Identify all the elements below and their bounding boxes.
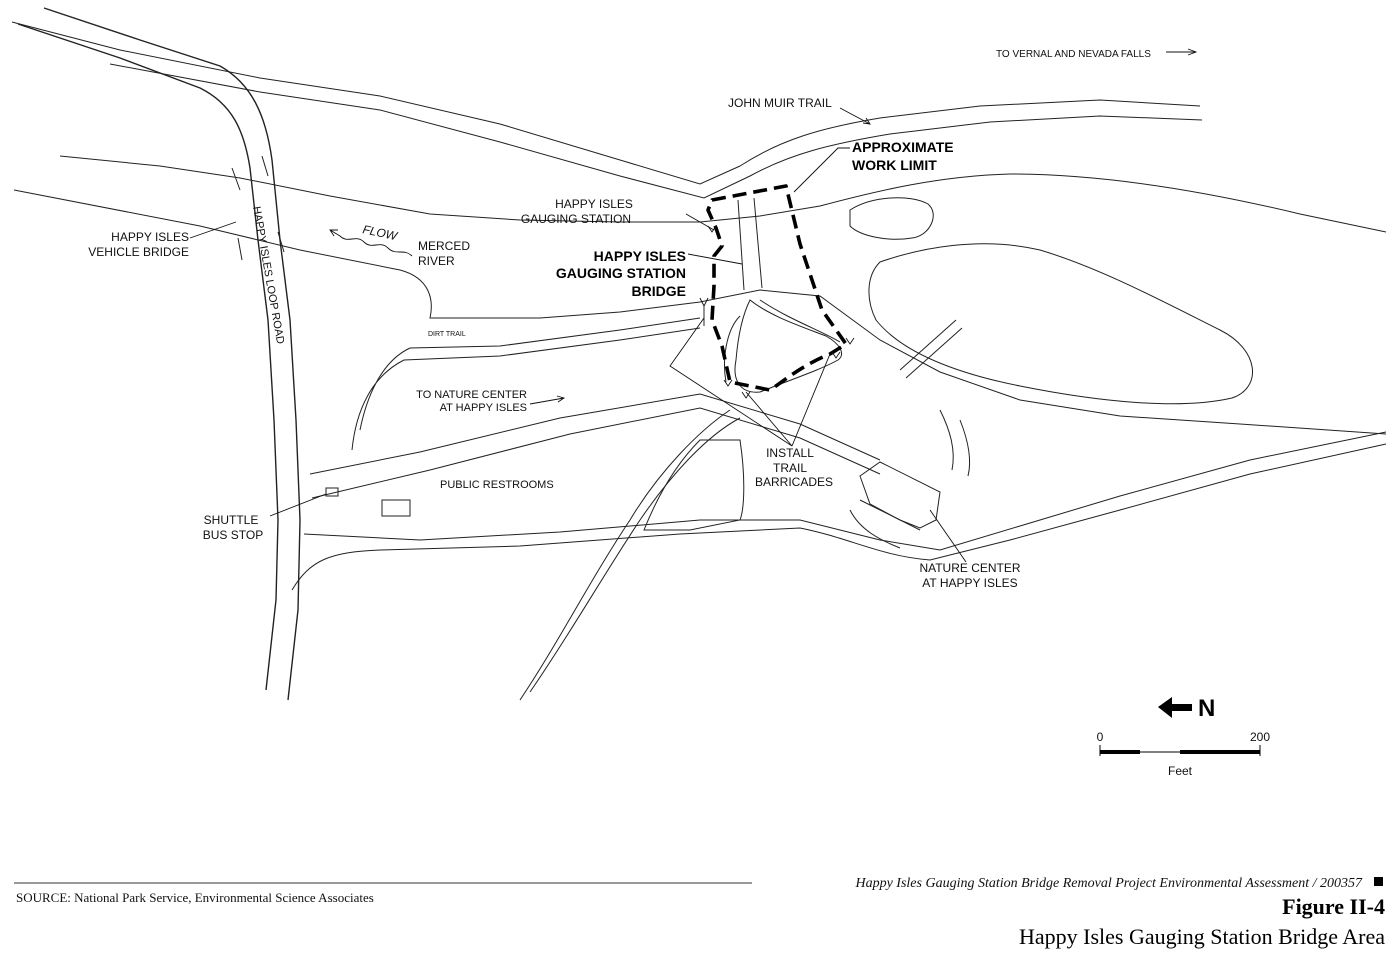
label-dirt-trail: DIRT TRAIL [428, 331, 466, 338]
vernal-falls-arrow [1166, 48, 1198, 56]
figure-number: Figure II-4 [1282, 894, 1385, 919]
linework [11, 7, 1387, 701]
loop-road-edge-west [17, 23, 279, 691]
restroom-building [381, 499, 411, 517]
nature-center-leader [929, 509, 967, 563]
station-bridge-leader [687, 253, 743, 265]
south-trail [519, 409, 741, 701]
park-road-south [291, 443, 1387, 591]
label-nature-trail-1: TO NATURE CENTER [416, 389, 527, 401]
label-gauging-station-2: GAUGING STATION [521, 212, 631, 226]
john-muir-trail-south [109, 63, 1203, 199]
nature-center-trail [309, 393, 881, 499]
north-arrow: N [1158, 695, 1215, 722]
label-gauging-station-1: HAPPY ISLES [555, 197, 633, 211]
label-nature-trail-2: AT HAPPY ISLES [440, 402, 527, 414]
leaders [189, 48, 1198, 563]
nature-center-path [849, 499, 921, 549]
vehicle-bridge-ticks [231, 155, 285, 261]
scale-segment-1 [1100, 750, 1140, 754]
scale-unit: Feet [1168, 764, 1193, 778]
east-trail [939, 409, 971, 477]
label-work-limit-1: APPROXIMATE [852, 139, 954, 155]
label-vernal-falls: TO VERNAL AND NEVADA FALLS [996, 49, 1151, 60]
label-merced-1: MERCED [418, 239, 470, 253]
work-limit-boundary [706, 184, 848, 392]
label-nature-center-2: AT HAPPY ISLES [922, 576, 1017, 590]
north-arrow-icon [1158, 697, 1192, 718]
vehicle-bridge-leader [189, 221, 237, 239]
john-muir-trail-north [11, 21, 1201, 185]
flow-arrow [329, 229, 413, 257]
work-limit-leader [793, 147, 850, 193]
nature-center-building [859, 461, 941, 529]
shuttle-leader [269, 493, 327, 517]
scale-zero: 0 [1097, 730, 1104, 744]
barricade-symbol-3 [831, 337, 855, 359]
river-rock [849, 197, 934, 240]
label-vehicle-bridge-2: VEHICLE BRIDGE [88, 245, 189, 259]
scale-segment-2 [1140, 751, 1180, 753]
park-road-north [303, 431, 1387, 551]
scale-bar: 0 200 Feet [1097, 730, 1271, 778]
loop-road-edge-east [43, 7, 301, 701]
island [868, 243, 1254, 405]
footer-project: Happy Isles Gauging Station Bridge Remov… [854, 876, 1363, 891]
scale-ticks [1099, 745, 1261, 756]
label-work-limit-2: WORK LIMIT [852, 157, 937, 173]
dirt-trail [351, 317, 701, 451]
river-north-bank [59, 155, 1387, 233]
label-merced-2: RIVER [418, 254, 455, 268]
barricade-leaders [669, 317, 831, 447]
label-vehicle-bridge-1: HAPPY ISLES [111, 230, 189, 244]
label-flow: FLOW [361, 222, 399, 243]
label-shuttle-2: BUS STOP [203, 528, 263, 542]
label-shuttle-1: SHUTTLE [204, 513, 259, 527]
barricade-symbol-2 [723, 379, 751, 399]
south-trail-loop [643, 439, 745, 531]
john-muir-leader [839, 107, 871, 125]
river-south-bank [13, 189, 1387, 435]
north-label: N [1198, 695, 1215, 722]
gauging-station-symbol [707, 225, 717, 233]
label-nature-center-1: NATURE CENTER [919, 561, 1020, 575]
label-station-bridge-3: BRIDGE [632, 283, 686, 299]
label-station-bridge-2: GAUGING STATION [556, 265, 686, 281]
footer-square-icon [1374, 877, 1383, 886]
shuttle-stop-shelter [325, 487, 339, 497]
label-john-muir-trail: JOHN MUIR TRAIL [728, 96, 832, 110]
footer-source: SOURCE: National Park Service, Environme… [16, 890, 374, 905]
barricade-symbol-1 [699, 297, 709, 326]
trail-loop [734, 299, 842, 393]
label-barricades-2: TRAIL [773, 461, 807, 475]
label-restrooms: PUBLIC RESTROOMS [440, 479, 554, 491]
footbridge-east [899, 319, 963, 379]
station-bridge-deck [737, 197, 763, 291]
label-barricades-3: BARRICADES [755, 475, 833, 489]
trail-loop-inner [724, 299, 841, 383]
scale-max: 200 [1250, 730, 1270, 744]
label-station-bridge-1: HAPPY ISLES [594, 248, 686, 264]
scale-segment-3 [1180, 750, 1260, 754]
nature-trail-arrow [529, 395, 566, 405]
label-barricades-1: INSTALL [766, 446, 814, 460]
figure-title: Happy Isles Gauging Station Bridge Area [1019, 924, 1385, 949]
